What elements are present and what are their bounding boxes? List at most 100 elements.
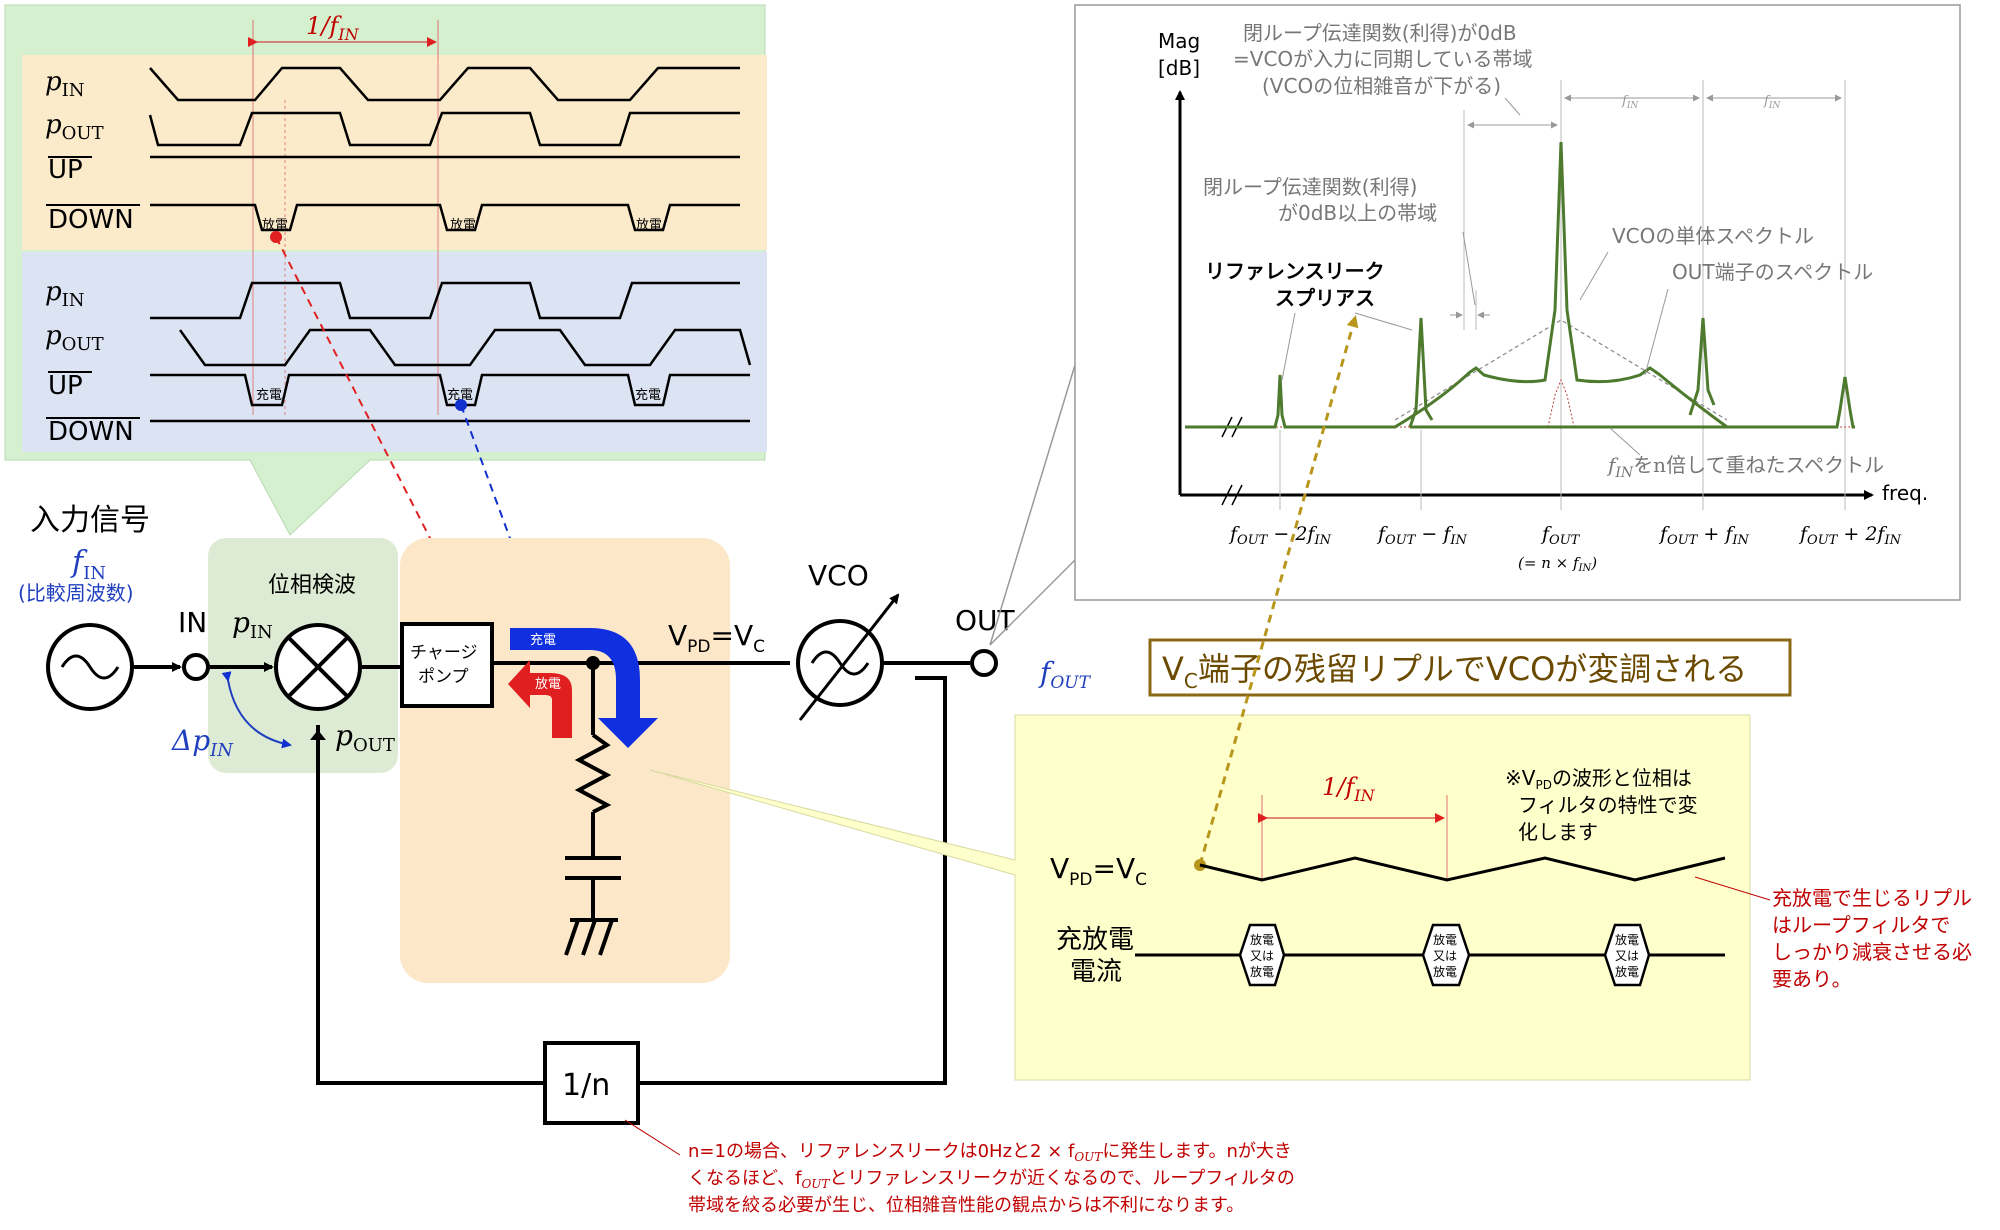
svg-text:しっかり減衰させる必: しっかり減衰させる必 xyxy=(1772,940,1972,964)
svg-text:VC端子の残留リプルでVCOが変調される: VC端子の残留リプルでVCOが変調される xyxy=(1162,650,1747,693)
svg-text:放電: 放電 xyxy=(1433,964,1457,979)
mixer-icon xyxy=(274,623,362,711)
current-waveform xyxy=(1135,923,1725,987)
charge-current-arrow: 充電 xyxy=(510,628,658,748)
charge-pump xyxy=(400,622,494,708)
delta-p-label: ΔpIN xyxy=(171,724,234,761)
svg-text:又は: 又は xyxy=(1615,949,1639,963)
fin-desc: (比較周波数) xyxy=(18,581,134,605)
svg-text:fOUT + 2fIN: fOUT + 2fIN xyxy=(1798,523,1902,548)
period-label: 1/fIN xyxy=(306,12,360,44)
down-wave-1 xyxy=(150,203,740,232)
phase-detector-label: 位相検波 xyxy=(268,573,356,598)
svg-text:放電: 放電 xyxy=(1250,964,1274,979)
svg-text:又は: 又は xyxy=(1433,949,1457,963)
svg-text:fIN: fIN xyxy=(1763,94,1781,111)
svg-text:Mag: Mag xyxy=(1158,29,1200,53)
p-in-label-2: pIN xyxy=(45,277,85,311)
delta-p-arc xyxy=(221,671,292,749)
pd-pin-label: pIN xyxy=(232,606,273,643)
svg-text:[dB]: [dB] xyxy=(1158,56,1200,80)
annotation-leaders xyxy=(1462,97,1669,456)
svg-text:(VCOの位相雑音が下がる): (VCOの位相雑音が下がる) xyxy=(1262,74,1501,98)
svg-text:充電: 充電 xyxy=(447,387,473,403)
svg-text:充電: 充電 xyxy=(530,632,556,648)
ripple-period: 1/fIN xyxy=(1258,773,1448,880)
feedback-path xyxy=(316,676,947,1085)
p-in-label: pIN xyxy=(45,67,85,101)
out-label: OUT xyxy=(955,604,1016,637)
svg-text:fOUT + fIN: fOUT + fIN xyxy=(1658,523,1750,548)
vpd-label: VPD=VC xyxy=(668,619,765,657)
charge-pump-line2: ポンプ xyxy=(418,667,469,687)
svg-text:化します: 化します xyxy=(1518,820,1598,844)
side-note: 充放電で生じるリプル はループフィルタで しっかり減衰させる必 要あり。 xyxy=(1772,886,1972,991)
panel2-pulse-labels: 充電 充電 充電 xyxy=(256,387,661,403)
loop-filter-rc xyxy=(564,663,621,956)
svg-text:充放電で生じるリプル: 充放電で生じるリプル xyxy=(1772,886,1972,910)
svg-text:=VCOが入力に同期している帯域: =VCOが入力に同期している帯域 xyxy=(1233,47,1533,71)
divider-note: n=1の場合、リファレンスリークは0Hzと2 × fOUTに発生します。nが大き… xyxy=(688,1141,1295,1216)
spur-left xyxy=(1408,317,1434,428)
svg-text:放電: 放電 xyxy=(262,218,288,233)
svg-text:くなるほど、fOUTとリファレンスリークが近くなるので、ルー: くなるほど、fOUTとリファレンスリークが近くなるので、ループフィルタの xyxy=(688,1168,1295,1191)
timing-callout xyxy=(4,4,767,536)
charge-pump-line1: チャージ xyxy=(410,643,478,663)
p-out-label: pOUT xyxy=(45,110,104,144)
period-marker: 1/fIN xyxy=(248,12,439,100)
p-out-wave-1 xyxy=(148,111,740,147)
charge-dashed-arrow xyxy=(460,404,542,622)
out-spectrum xyxy=(1185,141,1855,429)
svg-text:OUT端子のスペクトル: OUT端子のスペクトル xyxy=(1672,260,1873,284)
p-in-wave-2 xyxy=(150,281,740,320)
ref-leak-annotation: リファレンスリーク スプリアス xyxy=(1205,259,1385,310)
svg-text:VCOの単体スペクトル: VCOの単体スペクトル xyxy=(1612,224,1814,248)
timing-panel-charge xyxy=(22,252,767,452)
svg-text:又は: 又は xyxy=(1250,949,1274,963)
panel2-labels: pIN pOUT UP DOWN xyxy=(45,277,140,447)
svg-text:要あり。: 要あり。 xyxy=(1772,967,1852,991)
divider-label: 1/n xyxy=(562,1068,610,1103)
svg-text:fOUT − fIN: fOUT − fIN xyxy=(1376,523,1468,548)
svg-text:放電: 放電 xyxy=(1615,932,1639,947)
ripple-callout xyxy=(649,714,1751,1081)
svg-text:リファレンスリーク: リファレンスリーク xyxy=(1205,259,1385,283)
svg-text:充電: 充電 xyxy=(256,387,282,403)
svg-text:放電: 放電 xyxy=(1615,964,1639,979)
up-label: UP xyxy=(48,155,83,185)
svg-text:閉ループ伝達関数(利得): 閉ループ伝達関数(利得) xyxy=(1203,175,1417,199)
input-title: 入力信号 xyxy=(30,503,150,538)
ripple-vpd-label: VPD=VC xyxy=(1050,852,1147,890)
svg-text:放電: 放電 xyxy=(1433,932,1457,947)
ripple-to-spur-arrow xyxy=(1198,315,1359,866)
svg-text:帯域を絞る必要が生じ、位相雑音性能の観点からは不利になります: 帯域を絞る必要が生じ、位相雑音性能の観点からは不利になります。 xyxy=(688,1195,1244,1216)
vco-icon xyxy=(796,593,900,721)
svg-text:fIN: fIN xyxy=(1621,94,1639,111)
loop-filter-block xyxy=(400,538,730,983)
svg-text:充電: 充電 xyxy=(635,387,661,403)
svg-text:n=1の場合、リファレンスリークは0Hzと2 × fOUTに: n=1の場合、リファレンスリークは0Hzと2 × fOUTに発生します。nが大き xyxy=(688,1141,1292,1164)
down-label: DOWN xyxy=(48,205,134,235)
in-label: IN xyxy=(178,606,207,639)
panel1-labels: pIN pOUT UP DOWN xyxy=(45,67,140,235)
timing-panel-discharge xyxy=(22,55,767,250)
svg-text:フィルタの特性で変: フィルタの特性で変 xyxy=(1518,793,1698,817)
spectrum-panel xyxy=(989,4,1961,646)
svg-text:閉ループ伝達関数(利得)が0dB: 閉ループ伝達関数(利得)が0dB xyxy=(1243,21,1517,45)
p-in-wave-1 xyxy=(149,66,740,102)
svg-text:放電: 放電 xyxy=(535,677,561,692)
vco-label: VCO xyxy=(808,559,869,592)
up-label-2: UP xyxy=(48,371,83,401)
svg-text:freq.: freq. xyxy=(1882,481,1928,505)
spectrum-annotations: 閉ループ伝達関数(利得)が0dB =VCOが入力に同期している帯域 (VCOの位… xyxy=(1203,21,1884,481)
fin-label: fIN xyxy=(70,545,106,584)
current-label-1: 充放電 xyxy=(1056,925,1134,955)
input-source-icon xyxy=(46,623,134,711)
svg-text:はループフィルタで: はループフィルタで xyxy=(1772,913,1950,937)
current-label-2: 電流 xyxy=(1070,957,1122,987)
down-label-2: DOWN xyxy=(48,417,134,447)
svg-text:放電: 放電 xyxy=(636,218,662,233)
svg-text:放電: 放電 xyxy=(450,218,476,233)
side-note-leader xyxy=(1694,876,1771,901)
